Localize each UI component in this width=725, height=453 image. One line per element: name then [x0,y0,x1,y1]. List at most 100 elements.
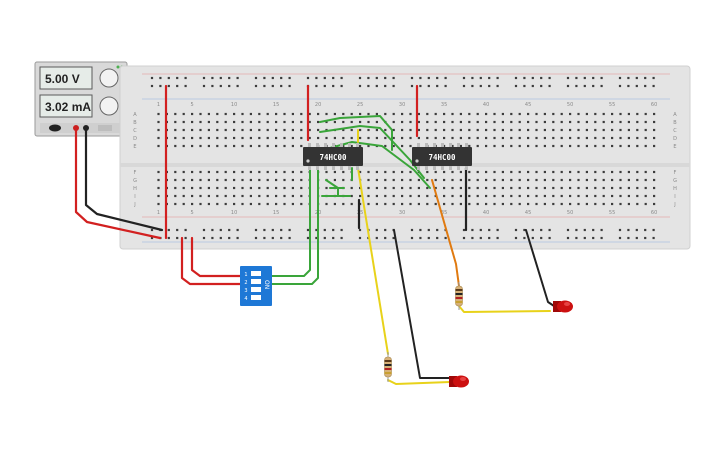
column-label: 1 [157,102,160,108]
row-label: E [133,144,136,150]
column-label: 30 [399,210,405,216]
dip-toggle-4[interactable] [251,295,261,300]
column-label: 50 [567,102,573,108]
resistor-2-band [455,297,463,299]
chip-1-label: 74HC00 [319,153,347,162]
chip-1-notch [306,159,310,163]
column-label: 25 [357,102,363,108]
row-label: G [133,178,137,184]
green-wire[interactable] [329,141,431,189]
negative-terminal[interactable] [83,125,89,131]
row-label: J [133,202,135,208]
red-dip-wire[interactable] [190,236,242,278]
row-label: B [673,120,677,126]
chip-2-body [412,147,472,166]
row-label: I [134,194,135,200]
voltage-display [39,66,93,90]
resistor-2-band [455,301,463,303]
led-2-highlight [564,302,570,306]
column-label: 15 [273,102,279,108]
chip-1-body [303,147,363,166]
red-dip-wire[interactable] [180,236,242,286]
row-label: H [133,186,137,192]
dip-number: 4 [244,296,247,302]
black-led-wire[interactable] [393,229,453,379]
led-2-dome [557,300,573,313]
row-label: F [134,170,137,176]
column-label: 55 [609,210,615,216]
column-label: 20 [315,102,321,108]
red-supply-wire[interactable] [74,129,162,240]
chip-2[interactable]: 74HC00 [412,143,472,170]
column-label: 40 [483,210,489,216]
chip-1-pins [308,143,359,170]
column-label: 10 [231,102,237,108]
power-indicator-led [116,65,120,69]
row-label: J [673,202,675,208]
column-label: 45 [525,102,531,108]
green-wire[interactable] [319,115,393,151]
dip-on-label: ON [263,280,270,289]
column-label: 5 [191,210,194,216]
column-label: 55 [609,102,615,108]
column-label: 50 [567,210,573,216]
row-label: A [133,112,137,118]
row-label: E [673,144,676,150]
row-label: G [673,178,677,184]
chip-2-label: 74HC00 [428,153,456,162]
resistor-1[interactable] [384,352,392,382]
chip-2-notch [415,159,419,163]
column-label: 15 [273,210,279,216]
led-1[interactable] [449,375,469,388]
resistor-1-band [384,360,392,362]
column-label: 40 [483,102,489,108]
current-knob[interactable] [99,96,119,116]
column-label: 45 [525,210,531,216]
column-label: 30 [399,102,405,108]
dip-toggle-1[interactable] [251,271,261,276]
resistor-1-band [384,364,392,366]
resistor-2[interactable] [455,282,463,310]
chip-1[interactable]: 74HC00 [303,143,363,170]
terminal-grille [98,125,112,131]
breadboard-holes[interactable] [150,76,656,240]
row-label: I [674,194,675,200]
row-label: D [673,136,677,142]
led-2[interactable] [553,300,573,313]
dip-switch-body [240,266,272,306]
dip-toggle-2[interactable] [251,279,261,284]
column-label: 1 [157,210,160,216]
current-readout: 3.02 mA [45,100,91,114]
dip-toggle-3[interactable] [251,287,261,292]
yellow-wire-to-led[interactable] [458,305,551,313]
dip-switch[interactable]: 1 2 3 4 ON [240,266,272,306]
dip-number: 2 [244,280,247,286]
row-label: H [673,186,677,192]
orange-wire[interactable] [431,179,460,287]
column-label: 35 [441,210,447,216]
power-switch[interactable] [49,124,61,132]
green-wire[interactable] [263,159,311,277]
led-1-dome [453,375,469,388]
yellow-wire-to-led[interactable] [387,379,451,385]
row-label: C [673,128,677,134]
power-supply[interactable]: 5.00 V 3.02 mA [34,61,128,137]
yellow-wire-to-resistor[interactable] [357,167,389,355]
black-supply-wire[interactable] [84,129,164,232]
positive-terminal[interactable] [73,125,79,131]
resistor-1-band [384,372,392,374]
row-label: B [133,120,137,126]
breadboard-body [119,65,691,250]
voltage-knob[interactable] [99,68,119,88]
black-led-wire[interactable] [525,229,555,307]
row-label: A [673,112,677,118]
dip-number: 3 [244,288,247,294]
current-display [39,94,93,118]
dip-number: 1 [244,272,247,278]
led-1-highlight [460,377,466,381]
terminal-strip [40,123,120,133]
green-wire[interactable] [263,159,319,285]
